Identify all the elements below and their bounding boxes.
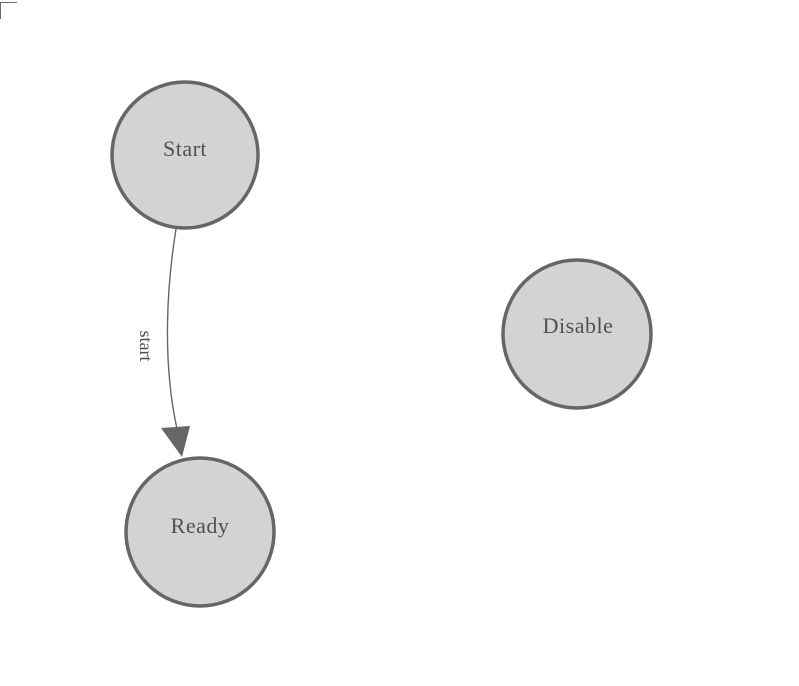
node-disable-circle[interactable] — [501, 258, 653, 410]
arrowhead-icon — [161, 426, 190, 457]
edge-start-to-ready[interactable]: start — [136, 228, 190, 457]
node-ready-circle[interactable] — [124, 456, 276, 608]
edge-start-to-ready-path — [166, 228, 178, 430]
node-ready-label: Ready — [171, 513, 230, 538]
edge-start-to-ready-label: start — [136, 331, 156, 362]
node-disable-label: Disable — [543, 313, 614, 338]
node-start-circle[interactable] — [110, 80, 260, 230]
node-start-label: Start — [163, 136, 207, 161]
node-ready[interactable]: Ready — [124, 456, 276, 608]
node-disable[interactable]: Disable — [501, 258, 653, 410]
canvas-corner-mark — [0, 2, 17, 19]
node-start[interactable]: Start — [110, 80, 260, 230]
